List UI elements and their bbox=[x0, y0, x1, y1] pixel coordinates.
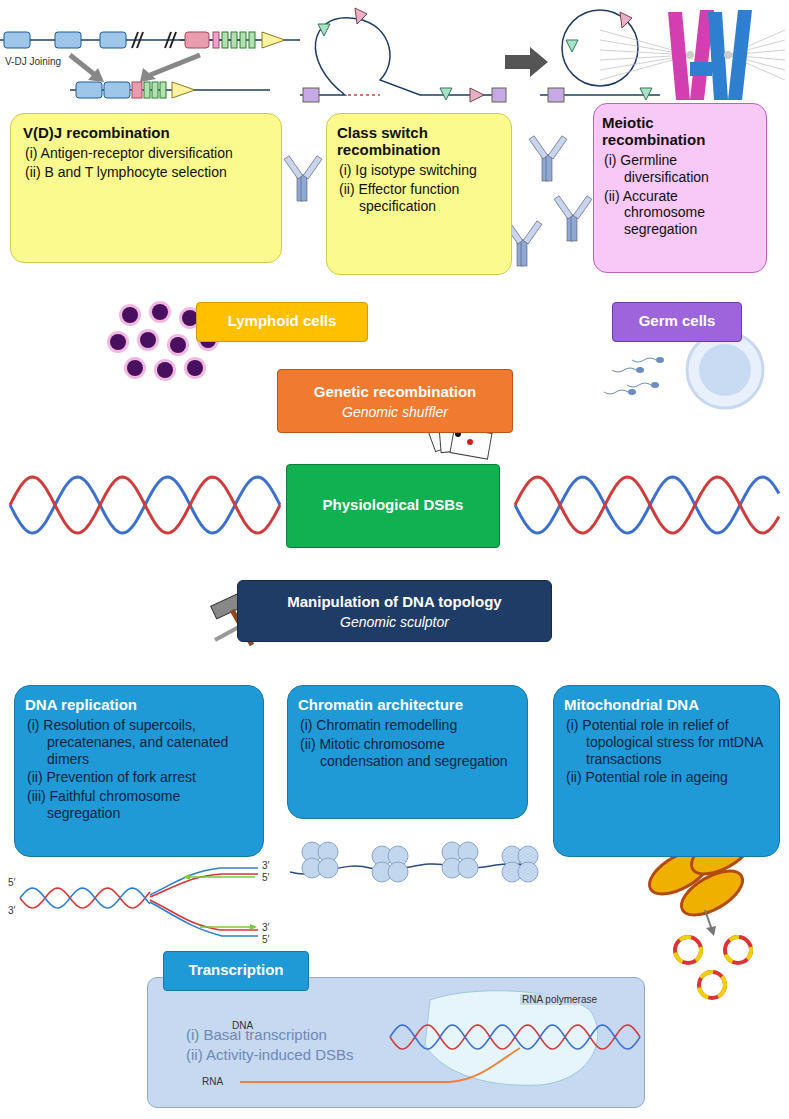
nucleus bbox=[170, 337, 186, 353]
label: RNA bbox=[200, 1076, 225, 1087]
sperm-tail bbox=[632, 358, 656, 362]
cell bbox=[167, 334, 189, 356]
sperm-head bbox=[651, 382, 659, 388]
list-item: (iii) Faithful chromosome segregation bbox=[25, 788, 253, 822]
list-item: (ii) Potential role in ageing bbox=[564, 769, 769, 786]
strand bbox=[10, 477, 280, 533]
rna-strand bbox=[240, 1048, 520, 1082]
strand bbox=[20, 888, 150, 908]
histone bbox=[318, 858, 338, 878]
sperm-tail bbox=[604, 390, 628, 394]
category-box: Genetic recombinationGenomic shuffler bbox=[277, 369, 513, 433]
list-item: (i) Antigen-receptor diversification bbox=[23, 145, 269, 162]
list-item: (ii) Activity-induced DSBs bbox=[184, 1046, 614, 1064]
recombination-box: V(D)J recombination (i) Antigen-receptor … bbox=[10, 113, 282, 263]
strand bbox=[10, 477, 280, 533]
nucleus bbox=[110, 334, 126, 350]
recombination-box: Meiotic recombination (i) Germline divers… bbox=[593, 103, 767, 273]
sperm-tail bbox=[627, 383, 651, 387]
gene-segments bbox=[0, 32, 300, 98]
switch-loop bbox=[300, 8, 660, 102]
heading: Germ cells bbox=[639, 312, 716, 329]
heading: V(D)J recombination bbox=[23, 124, 269, 141]
heading: Physiological DSBs bbox=[323, 496, 464, 513]
sperm-tail bbox=[612, 368, 636, 372]
sperm-head bbox=[636, 367, 644, 373]
label: V-DJ Joining bbox=[5, 56, 61, 67]
function-box: DNA replication (i) Resolution of superco… bbox=[14, 685, 264, 857]
replication-fork bbox=[20, 868, 258, 936]
heading: Mitochondrial DNA bbox=[564, 696, 769, 713]
strand bbox=[20, 888, 150, 908]
label: 5′ bbox=[8, 877, 15, 888]
tab-label: Transcription bbox=[163, 951, 309, 991]
subtitle: Genomic sculptor bbox=[340, 614, 449, 630]
label: 5′ bbox=[262, 872, 269, 883]
cell bbox=[184, 357, 206, 379]
histone bbox=[458, 858, 478, 878]
nucleus bbox=[127, 360, 143, 376]
strand bbox=[515, 477, 779, 533]
list-item: (ii) Mitotic chromosome condensation and… bbox=[298, 736, 517, 770]
cell bbox=[154, 359, 176, 381]
heading: Meiotic recombination bbox=[602, 114, 758, 148]
list-item: (i) Ig isotype switching bbox=[337, 162, 501, 179]
histone bbox=[388, 862, 408, 882]
strand bbox=[390, 1025, 640, 1049]
heading: Class switch recombination bbox=[337, 124, 501, 158]
list-item: (ii) Accurate chromosome segregation bbox=[602, 188, 758, 238]
label: 5′ bbox=[262, 934, 269, 945]
nucleus bbox=[187, 360, 203, 376]
nucleus bbox=[140, 332, 156, 348]
nucleosomes bbox=[290, 842, 538, 882]
cell bbox=[137, 329, 159, 351]
cell-type-box: Germ cells bbox=[612, 302, 742, 342]
nucleus bbox=[157, 362, 173, 378]
strand bbox=[390, 1025, 640, 1049]
nucleus bbox=[122, 307, 138, 323]
label: RNA polymerase bbox=[520, 994, 599, 1005]
subtitle: Genomic shuffler bbox=[342, 404, 448, 420]
central-box: Physiological DSBs bbox=[286, 464, 500, 548]
germ-cells bbox=[604, 332, 763, 408]
function-box: Chromatin architecture (i) Chromatin remo… bbox=[287, 685, 528, 819]
list-item: (i) Potential role in relief of topologi… bbox=[564, 717, 769, 767]
cell-type-box: Lymphoid cells bbox=[196, 302, 368, 342]
heading: DNA replication bbox=[25, 696, 253, 713]
chromosomes bbox=[600, 10, 785, 100]
heading: Chromatin architecture bbox=[298, 696, 517, 713]
label: 3′ bbox=[8, 905, 15, 916]
heading: Transcription bbox=[188, 961, 283, 978]
heading: Lymphoid cells bbox=[228, 312, 337, 329]
recombination-box: Class switch recombination (i) Ig isotype… bbox=[326, 113, 512, 275]
cell bbox=[124, 357, 146, 379]
sperm-head bbox=[656, 357, 664, 363]
category-box: Manipulation of DNA topologyGenomic scul… bbox=[237, 580, 552, 642]
list-item: (ii) B and T lymphocyte selection bbox=[23, 164, 269, 181]
label: 3′ bbox=[262, 860, 269, 871]
nucleus bbox=[152, 304, 168, 320]
list-item: (i) Resolution of supercoils, precatenan… bbox=[25, 717, 253, 767]
list-item: (ii) Prevention of fork arrest bbox=[25, 769, 253, 786]
label: 3′ bbox=[262, 922, 269, 933]
label: DNA bbox=[230, 1020, 255, 1031]
function-box: Mitochondrial DNA (i) Potential role in r… bbox=[553, 685, 780, 857]
sperm-head bbox=[628, 389, 636, 395]
heading: Manipulation of DNA topology bbox=[287, 593, 501, 610]
heading: Genetic recombination bbox=[314, 383, 477, 400]
list-item: (i) Germline diversification bbox=[602, 152, 758, 186]
strand bbox=[515, 477, 779, 533]
list-item: (ii) Effector function specification bbox=[337, 181, 501, 215]
cell bbox=[119, 304, 141, 326]
list-item: (i) Chromatin remodelling bbox=[298, 717, 517, 734]
histone bbox=[518, 862, 538, 882]
cell bbox=[107, 331, 129, 353]
cell bbox=[149, 301, 171, 323]
